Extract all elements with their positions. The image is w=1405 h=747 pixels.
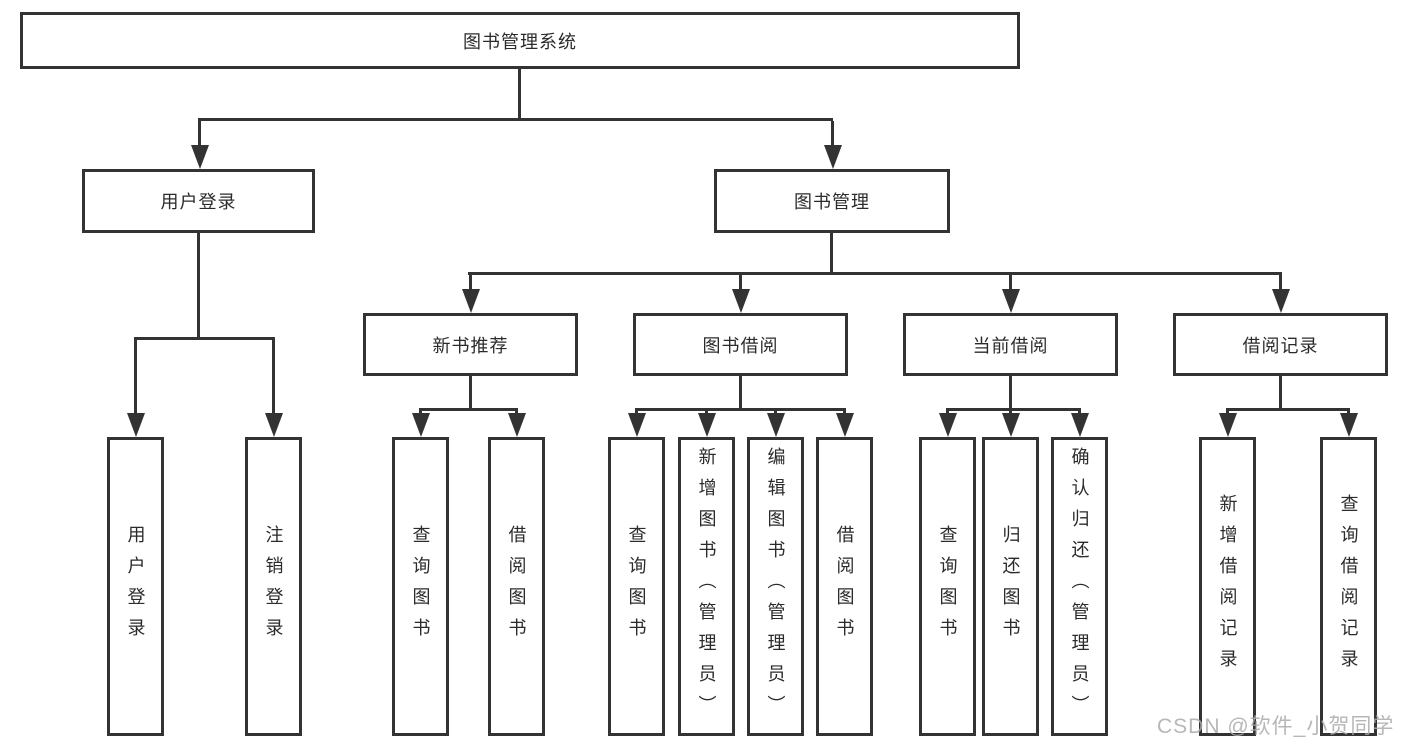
connector-bookmgmt-drop-3 bbox=[1009, 275, 1012, 291]
leaf-label: 确认归还（管理员） bbox=[1069, 447, 1090, 726]
leaf-label: 查询图书 bbox=[410, 524, 431, 649]
leaf-label: 查询图书 bbox=[626, 524, 647, 649]
connector-g4-rail bbox=[946, 408, 1081, 411]
arrow-down-icon bbox=[462, 289, 480, 313]
connector-userlogin-stem bbox=[197, 233, 200, 340]
connector-g2-rail bbox=[419, 408, 518, 411]
node-borrow-records: 借阅记录 bbox=[1173, 313, 1388, 376]
connector-g4-stem bbox=[1009, 376, 1012, 411]
connector-g2-stem bbox=[469, 376, 472, 411]
leaf-label: 注销登录 bbox=[263, 524, 284, 649]
leaf-query-books-current: 查询图书 bbox=[919, 437, 976, 736]
leaf-label: 借阅图书 bbox=[834, 524, 855, 649]
connector-userlogin-drop-1 bbox=[134, 340, 137, 416]
leaf-query-books-borrow: 查询图书 bbox=[608, 437, 665, 736]
node-label: 图书借阅 bbox=[702, 335, 779, 356]
leaf-label: 查询图书 bbox=[937, 524, 958, 649]
leaf-confirm-return-admin: 确认归还（管理员） bbox=[1051, 437, 1108, 736]
node-label: 图书管理系统 bbox=[463, 31, 577, 52]
leaf-label: 用户登录 bbox=[125, 524, 146, 649]
leaf-label: 编辑图书（管理员） bbox=[765, 447, 786, 726]
connector-userlogin-drop-2 bbox=[272, 340, 275, 416]
node-label: 图书管理 bbox=[794, 192, 870, 212]
connector-g5-stem bbox=[1279, 376, 1282, 411]
arrow-down-icon bbox=[698, 413, 716, 437]
arrow-down-icon bbox=[939, 413, 957, 437]
leaf-label: 新增图书（管理员） bbox=[696, 447, 717, 726]
connector-bookmgmt-stem bbox=[830, 233, 833, 275]
arrow-down-icon bbox=[1002, 413, 1020, 437]
node-label: 新书推荐 bbox=[432, 335, 509, 356]
connector-g3-stem bbox=[739, 376, 742, 411]
node-current-borrow: 当前借阅 bbox=[903, 313, 1118, 376]
connector-bookmgmt-drop-4 bbox=[1279, 275, 1282, 291]
connector-userlogin-rail bbox=[134, 337, 275, 340]
leaf-label: 借阅图书 bbox=[506, 524, 527, 649]
node-library-management-system: 图书管理系统 bbox=[20, 12, 1020, 69]
connector-root-rail bbox=[198, 118, 833, 121]
leaf-borrow-books: 借阅图书 bbox=[816, 437, 873, 736]
csdn-watermark: CSDN @软件_小贺同学 bbox=[1157, 715, 1395, 738]
leaf-query-borrow-record: 查询借阅记录 bbox=[1320, 437, 1377, 736]
connector-bookmgmt-drop-1 bbox=[469, 275, 472, 291]
node-new-book-recommend: 新书推荐 bbox=[363, 313, 578, 376]
node-book-management: 图书管理 bbox=[714, 169, 950, 233]
arrow-down-icon bbox=[1219, 413, 1237, 437]
leaf-query-books-recommend: 查询图书 bbox=[392, 437, 449, 736]
node-label: 用户登录 bbox=[160, 192, 237, 212]
connector-root-stem bbox=[518, 69, 521, 121]
node-label: 当前借阅 bbox=[972, 335, 1049, 356]
arrow-down-icon bbox=[191, 145, 209, 169]
arrow-down-icon bbox=[265, 413, 283, 437]
connector-bookmgmt-drop-2 bbox=[739, 275, 742, 291]
node-label: 借阅记录 bbox=[1242, 335, 1319, 356]
arrow-down-icon bbox=[1340, 413, 1358, 437]
arrow-down-icon bbox=[412, 413, 430, 437]
node-user-login: 用户登录 bbox=[82, 169, 315, 233]
arrow-down-icon bbox=[732, 289, 750, 313]
leaf-logout: 注销登录 bbox=[245, 437, 302, 736]
leaf-return-books: 归还图书 bbox=[982, 437, 1039, 736]
leaf-borrow-books-recommend: 借阅图书 bbox=[488, 437, 545, 736]
connector-bookmgmt-rail bbox=[468, 272, 1282, 275]
arrow-down-icon bbox=[1071, 413, 1089, 437]
connector-root-drop-left bbox=[198, 121, 201, 147]
arrow-down-icon bbox=[1272, 289, 1290, 313]
leaf-label: 归还图书 bbox=[1000, 524, 1021, 649]
connector-root-drop-right bbox=[831, 121, 834, 147]
leaf-user-login: 用户登录 bbox=[107, 437, 164, 736]
arrow-down-icon bbox=[508, 413, 526, 437]
leaf-label: 新增借阅记录 bbox=[1217, 493, 1238, 680]
node-book-borrow: 图书借阅 bbox=[633, 313, 848, 376]
leaf-add-books-admin: 新增图书（管理员） bbox=[678, 437, 735, 736]
connector-g5-rail bbox=[1226, 408, 1350, 411]
arrow-down-icon bbox=[824, 145, 842, 169]
leaf-edit-books-admin: 编辑图书（管理员） bbox=[747, 437, 804, 736]
leaf-add-borrow-record: 新增借阅记录 bbox=[1199, 437, 1256, 736]
arrow-down-icon bbox=[767, 413, 785, 437]
arrow-down-icon bbox=[127, 413, 145, 437]
leaf-label: 查询借阅记录 bbox=[1338, 493, 1359, 680]
arrow-down-icon bbox=[1002, 289, 1020, 313]
arrow-down-icon bbox=[628, 413, 646, 437]
arrow-down-icon bbox=[836, 413, 854, 437]
connector-g3-rail bbox=[635, 408, 846, 411]
